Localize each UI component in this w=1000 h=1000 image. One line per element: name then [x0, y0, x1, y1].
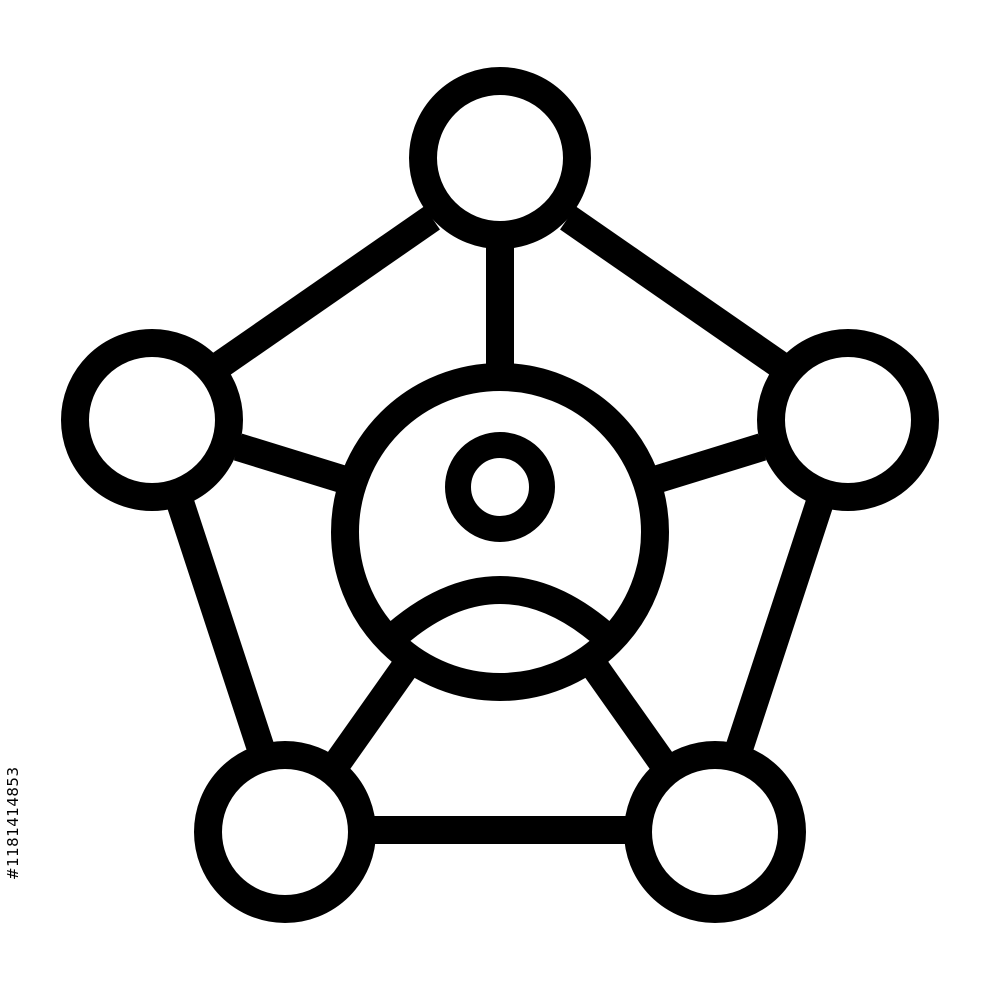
node-top [409, 67, 591, 249]
edge-top-right [560, 206, 788, 377]
node-right [757, 329, 939, 511]
user-head [445, 432, 555, 542]
edge-top-left [212, 206, 440, 377]
spoke-left [233, 433, 350, 494]
user-shoulders [380, 576, 620, 651]
stock-id-label: #1181414853 [4, 766, 22, 880]
node-bottom-left [194, 741, 376, 923]
edge-left-bottomleft [166, 497, 276, 757]
node-bottom-right [624, 741, 806, 923]
edge-right-bottomright [724, 497, 834, 757]
spoke-right [650, 433, 767, 494]
node-left [61, 329, 243, 511]
